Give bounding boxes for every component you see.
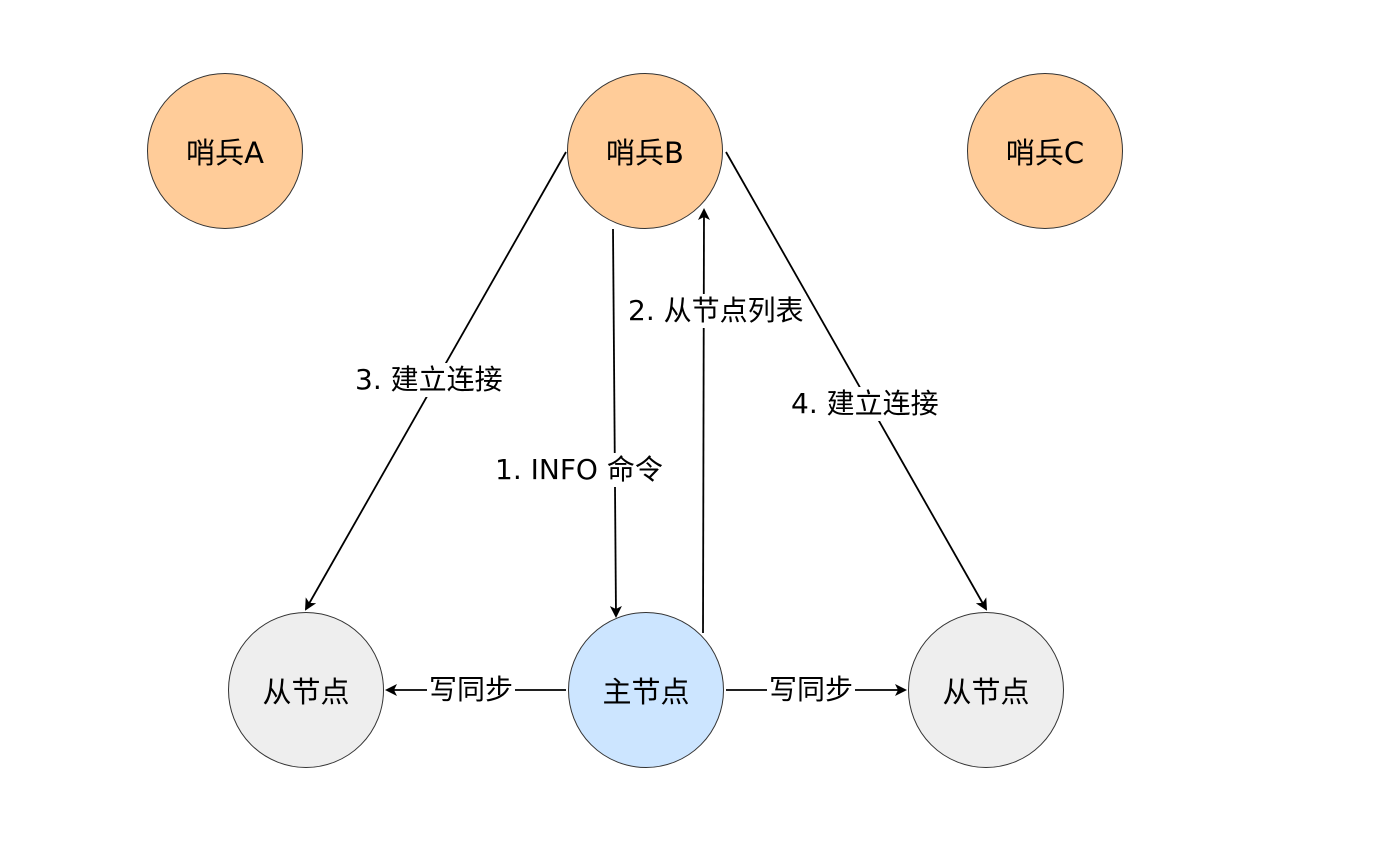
label-connect-right: 4. 建立连接 xyxy=(789,387,941,421)
label-replica-list: 2. 从节点列表 xyxy=(626,294,806,328)
sentinel-a-label: 哨兵A xyxy=(186,136,264,170)
sentinel-b-node: 哨兵B xyxy=(567,73,723,229)
sentinel-c-label: 哨兵C xyxy=(1005,136,1085,170)
label-sync-right: 写同步 xyxy=(767,673,856,707)
replica-left-label: 从节点 xyxy=(262,675,350,709)
label-connect-left: 3. 建立连接 xyxy=(353,363,505,397)
edge-info-command xyxy=(609,228,622,618)
sentinel-a-node: 哨兵A xyxy=(147,73,303,229)
replica-right-node: 从节点 xyxy=(908,612,1064,768)
master-node: 主节点 xyxy=(568,612,724,768)
edge-replica-list xyxy=(697,208,710,634)
label-info-command: 1. INFO 命令 xyxy=(493,453,665,487)
label-sync-left: 写同步 xyxy=(427,673,516,707)
edge-connect-right xyxy=(725,151,987,611)
replica-right-label: 从节点 xyxy=(942,675,1030,709)
replica-left-node: 从节点 xyxy=(228,612,384,768)
sentinel-b-label: 哨兵B xyxy=(606,136,684,170)
master-label: 主节点 xyxy=(602,675,690,709)
sentinel-c-node: 哨兵C xyxy=(967,73,1123,229)
